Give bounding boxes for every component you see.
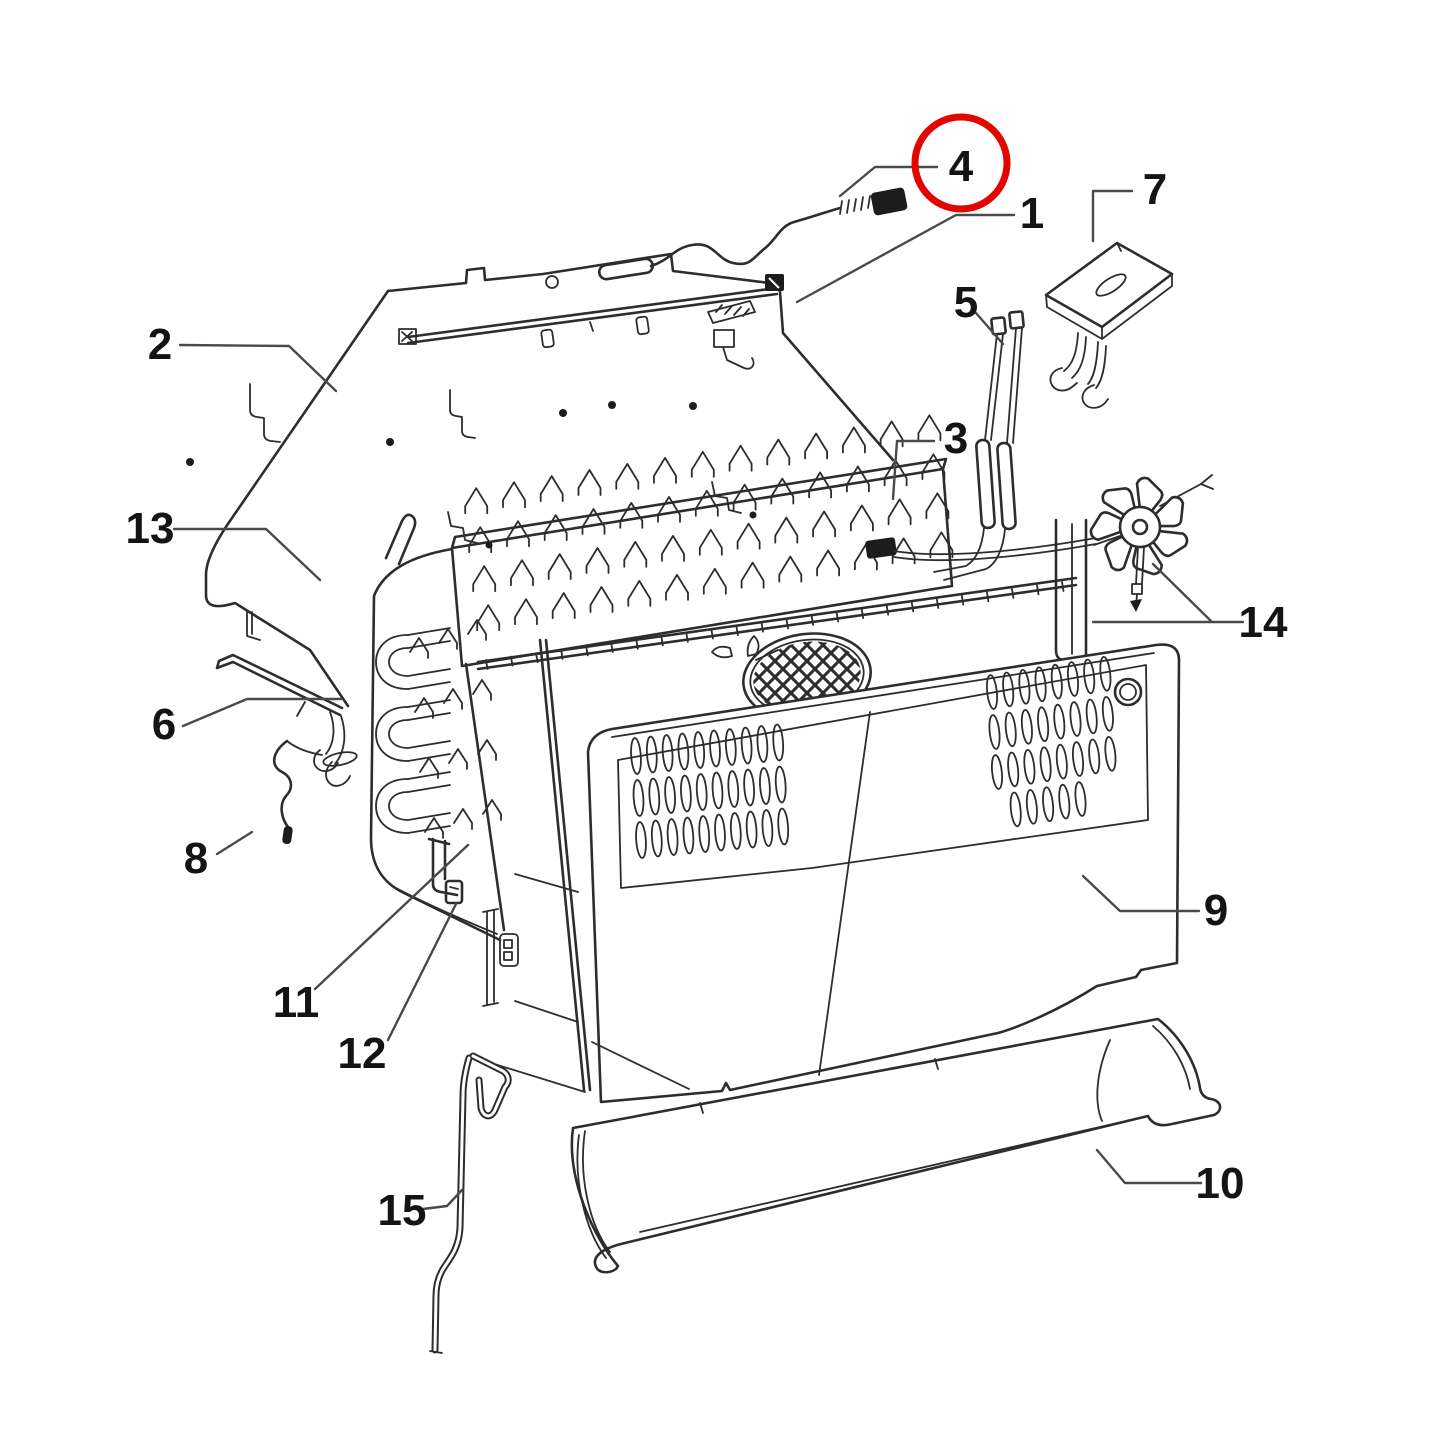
callout-labels: 1 2 3 4 5 6 7 8 9 10 11 12 13 14 15: [126, 142, 1288, 1235]
callout-2: 2: [148, 320, 172, 369]
callout-6: 6: [152, 700, 176, 749]
heater-tubes: [933, 310, 1025, 581]
callout-11: 11: [273, 978, 320, 1027]
fin-array: [464, 414, 954, 632]
callout-8: 8: [184, 834, 208, 883]
highlight-circle: [911, 113, 1011, 213]
callout-7: 7: [1143, 165, 1167, 214]
callout-3: 3: [944, 414, 968, 463]
leader-lines: [172, 165, 1245, 1211]
callout-15: 15: [378, 1186, 427, 1235]
callout-1: 1: [1020, 189, 1044, 238]
latch-block: [444, 879, 464, 905]
callout-5: 5: [954, 278, 978, 327]
support-rod: [429, 1052, 512, 1354]
rear-cover-panel: [586, 643, 1181, 1104]
mount-bracket: [1044, 241, 1174, 409]
drip-tray: [570, 1017, 1222, 1274]
callout-10: 10: [1196, 1159, 1245, 1208]
callout-12: 12: [338, 1029, 387, 1078]
thermostat-cable: [597, 187, 908, 281]
capillary-tube: [384, 513, 417, 566]
callout-14: 14: [1239, 598, 1288, 647]
fan-blade: [1089, 474, 1214, 612]
screw-hole: [1113, 677, 1143, 707]
callout-13: 13: [126, 504, 175, 553]
fan-wire-connector: [865, 537, 897, 559]
vent-slots-right: [986, 655, 1117, 828]
vent-slots-left: [630, 723, 790, 859]
top-rail: [398, 274, 784, 349]
callout-4: 4: [949, 142, 974, 191]
clip-bracket: [215, 653, 351, 787]
cable-connector: [870, 187, 908, 216]
sensor-wire: [273, 739, 358, 845]
callout-9: 9: [1204, 886, 1228, 935]
evaporator-grid: [369, 414, 1097, 942]
serpentine-coil: [375, 627, 451, 834]
hook-bracket: [427, 837, 459, 897]
